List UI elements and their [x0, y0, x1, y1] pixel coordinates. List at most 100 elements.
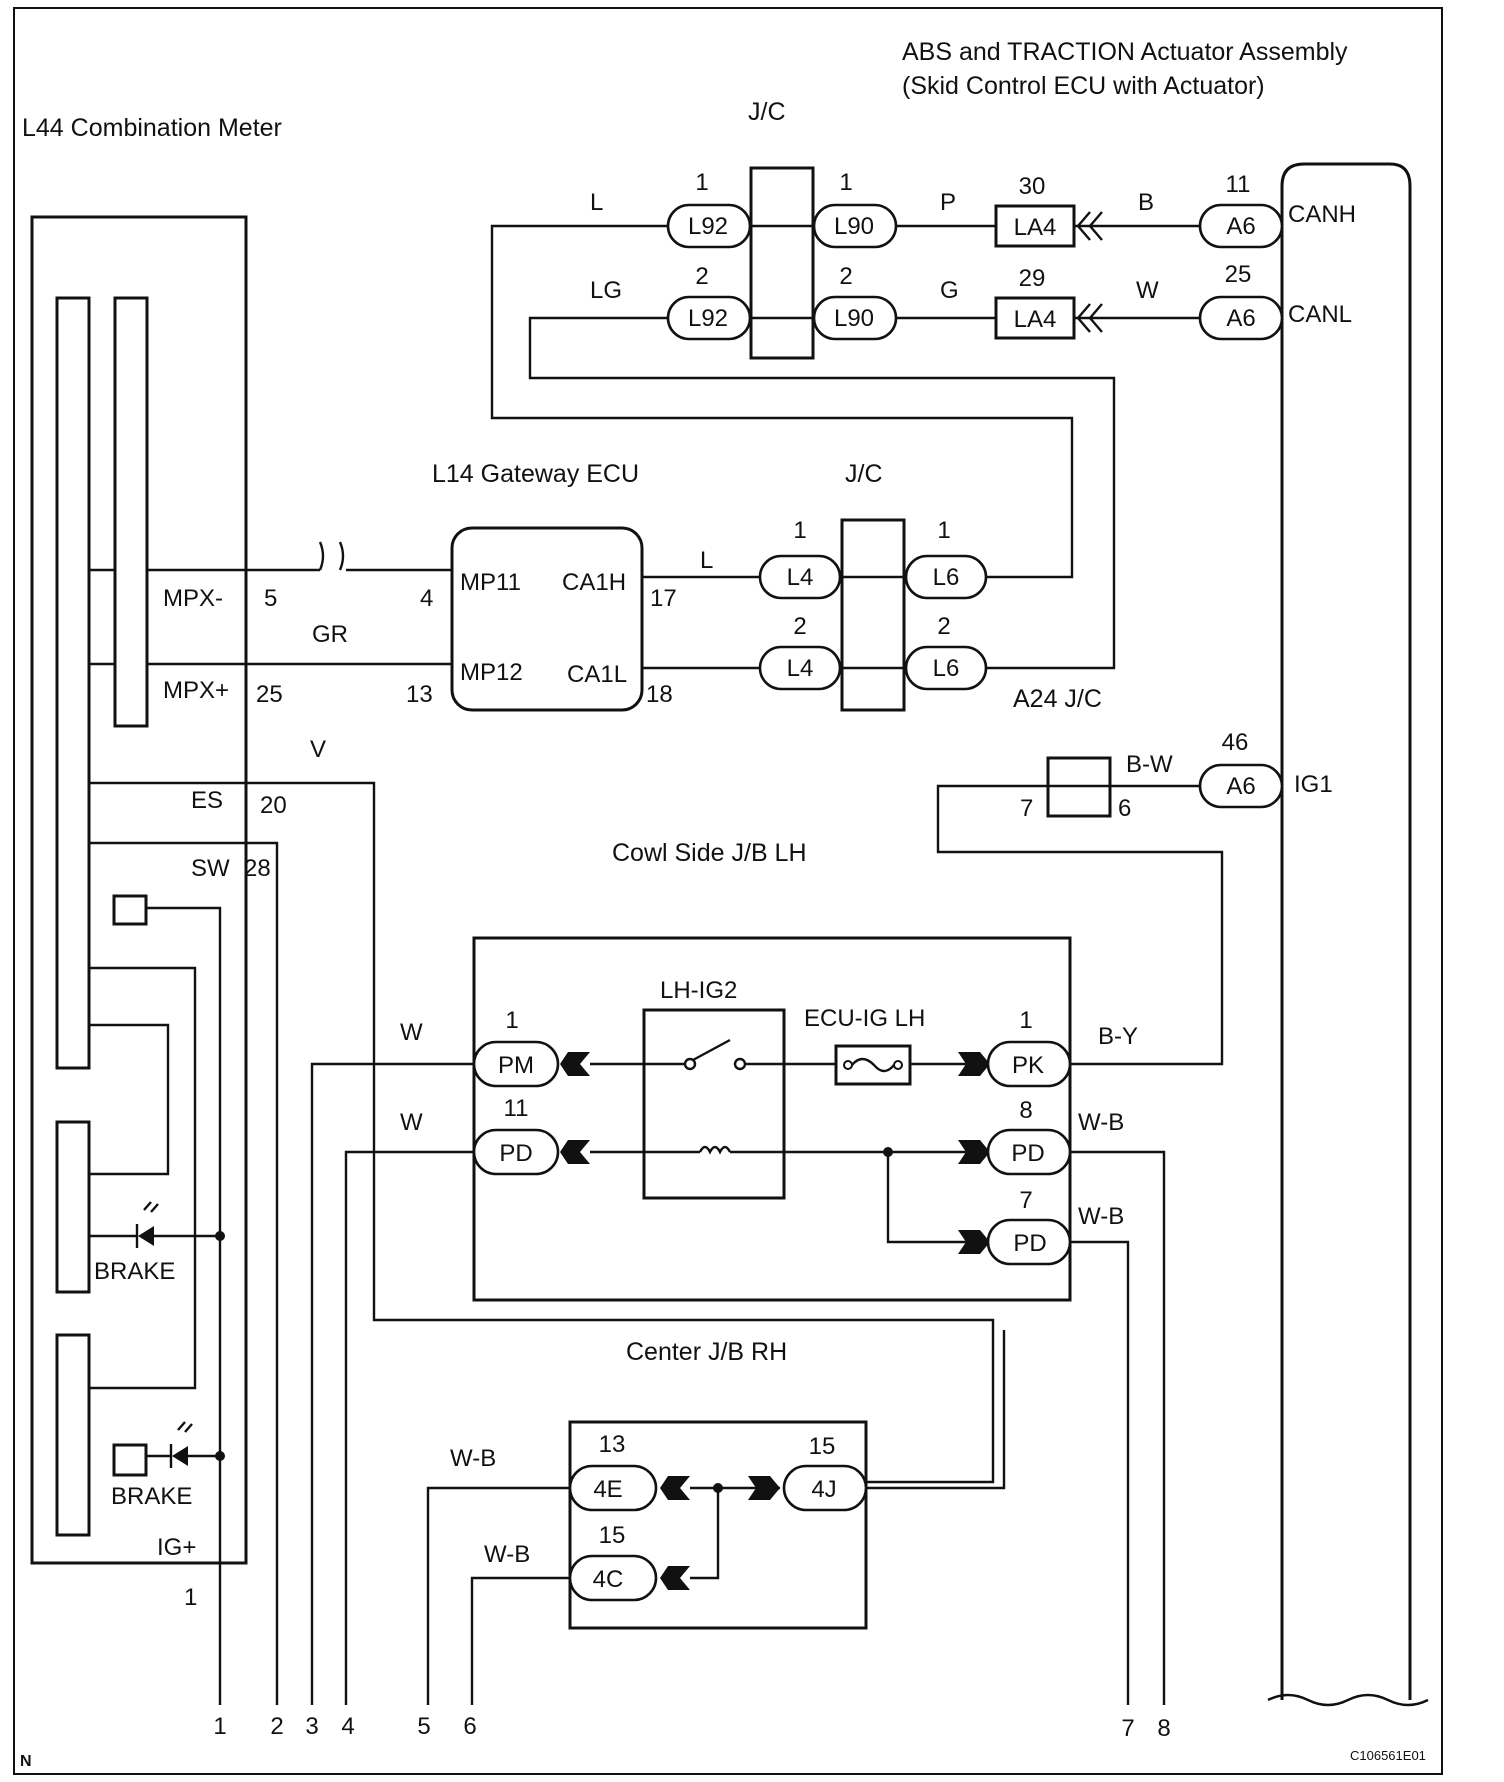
svg-text:1: 1: [937, 517, 950, 544]
wire-color-w-top: W: [1136, 277, 1159, 304]
gateway-pin-mp11-number: 4: [420, 585, 433, 612]
center-jb-title: Center J/B RH: [626, 1338, 787, 1366]
meter-brake-label-2: BRAKE: [111, 1483, 192, 1510]
combination-meter-title: L44 Combination Meter: [22, 114, 282, 142]
top-can-wires: [896, 224, 1200, 320]
abs-actuator-body: [1280, 162, 1412, 1700]
meter-pin-mpx-minus: MPX-: [163, 585, 223, 612]
gateway-pin-mp11: MP11: [460, 569, 521, 596]
connector-l6-1: L6 1: [904, 517, 988, 600]
corner-marker: N: [20, 1753, 32, 1770]
svg-text:29: 29: [1019, 265, 1046, 292]
brake-warning-led-icon: [135, 1201, 159, 1248]
wire-color-gr: GR: [312, 621, 348, 648]
wire-color-w-pd: W: [400, 1109, 423, 1136]
cowl-jb-wiring: [560, 1052, 990, 1254]
svg-text:13: 13: [599, 1431, 626, 1458]
terminal-6: 6: [463, 1713, 476, 1740]
abs-actuator-title-2: (Skid Control ECU with Actuator): [902, 72, 1265, 100]
meter-pin-igp: IG+: [157, 1534, 196, 1561]
junction-connector-top: [749, 166, 815, 360]
connector-l92-1: L92 1: [666, 169, 752, 249]
svg-text:PD: PD: [1011, 1140, 1044, 1167]
meter-brake-label-1: BRAKE: [94, 1258, 175, 1285]
connector-4c-15: 4C 15: [568, 1522, 658, 1602]
relay-lh-ig2: [642, 1008, 786, 1200]
connector-l92-2: L92 2: [666, 263, 752, 341]
connector-4e-13: 4E 13: [568, 1431, 658, 1512]
svg-text:1: 1: [505, 1007, 518, 1034]
gateway-ecu: [450, 526, 644, 712]
wire-color-b: B: [1138, 189, 1154, 216]
cowl-jb-external-wires: [310, 1062, 1166, 1705]
svg-text:PK: PK: [1012, 1052, 1044, 1079]
svg-text:2: 2: [695, 263, 708, 290]
svg-text:A6: A6: [1226, 305, 1255, 332]
svg-text:2: 2: [937, 613, 950, 640]
connector-a6-11: A6 11: [1198, 171, 1284, 249]
svg-text:25: 25: [1225, 261, 1252, 288]
svg-text:1: 1: [793, 517, 806, 544]
mpx-bus-wires: [147, 541, 452, 666]
svg-text:L6: L6: [933, 655, 960, 682]
svg-text:L4: L4: [787, 655, 814, 682]
connector-a6-46: A6 46: [1198, 729, 1284, 809]
svg-text:15: 15: [599, 1522, 626, 1549]
svg-text:11: 11: [504, 1095, 529, 1122]
svg-text:4C: 4C: [593, 1566, 624, 1593]
svg-text:L92: L92: [688, 305, 728, 332]
svg-text:L90: L90: [834, 305, 874, 332]
gateway-pin-ca1h-number: 17: [650, 585, 677, 612]
wire-color-wb-7: W-B: [1078, 1203, 1124, 1230]
svg-text:A6: A6: [1226, 213, 1255, 240]
fuse-icon: [834, 1044, 912, 1086]
connector-l90-2: L90 2: [812, 263, 898, 341]
svg-text:7: 7: [1019, 1187, 1032, 1214]
svg-text:PM: PM: [498, 1052, 534, 1079]
center-jb-wiring: [426, 1330, 1006, 1705]
connector-pk-1: PK 1: [986, 1007, 1072, 1088]
meter-pin-sw: SW: [191, 855, 230, 882]
wire-color-bw: B-W: [1126, 751, 1173, 778]
svg-text:2: 2: [839, 263, 852, 290]
connector-la4-30: LA4 30: [994, 173, 1103, 248]
meter-pin-igp-number: 1: [184, 1584, 197, 1611]
svg-text:L4: L4: [787, 564, 814, 591]
cowl-jb-title: Cowl Side J/B LH: [612, 839, 807, 867]
gateway-pin-ca1h: CA1H: [562, 569, 626, 596]
gateway-pin-mp12: MP12: [460, 659, 523, 686]
abs-pin-canh: CANH: [1288, 201, 1356, 228]
combination-meter: [30, 215, 248, 1565]
wire-color-g: G: [940, 277, 959, 304]
svg-text:PD: PD: [499, 1140, 532, 1167]
wire-color-wb-4c: W-B: [484, 1541, 530, 1568]
terminal-7: 7: [1121, 1715, 1134, 1742]
svg-text:L92: L92: [688, 213, 728, 240]
svg-text:11: 11: [1226, 171, 1251, 198]
a24-jc-title: A24 J/C: [1013, 685, 1102, 713]
wire-color-by: B-Y: [1098, 1023, 1138, 1050]
connector-l4-2: L4 2: [758, 613, 842, 691]
connector-l90-1: L90 1: [812, 169, 898, 249]
svg-text:1: 1: [1019, 1007, 1032, 1034]
wire-color-l-top: L: [590, 189, 603, 216]
svg-text:4J: 4J: [811, 1476, 836, 1503]
svg-text:4E: 4E: [593, 1476, 622, 1503]
meter-pin-mpx-plus: MPX+: [163, 677, 229, 704]
relay-coil-icon: [698, 1145, 732, 1155]
fuse-ecu-ig-lh-label: ECU-IG LH: [804, 1005, 925, 1032]
svg-text:1: 1: [839, 169, 852, 196]
connector-pd-8: PD 8: [986, 1097, 1072, 1176]
connector-4j-15: 4J 15: [782, 1433, 868, 1512]
wire-color-lg-top: LG: [590, 277, 622, 304]
connector-la4-29: LA4 29: [994, 265, 1103, 340]
terminal-5: 5: [417, 1713, 430, 1740]
connector-pd-7: PD 7: [986, 1187, 1072, 1266]
wire-color-w-pm: W: [400, 1019, 423, 1046]
abs-pin-canl: CANL: [1288, 301, 1352, 328]
abs-actuator-title-1: ABS and TRACTION Actuator Assembly: [902, 38, 1348, 66]
wire-color-wb-4e: W-B: [450, 1445, 496, 1472]
relay-lh-ig2-label: LH-IG2: [660, 977, 737, 1004]
figure-code: C106561E01: [1350, 1748, 1426, 1763]
